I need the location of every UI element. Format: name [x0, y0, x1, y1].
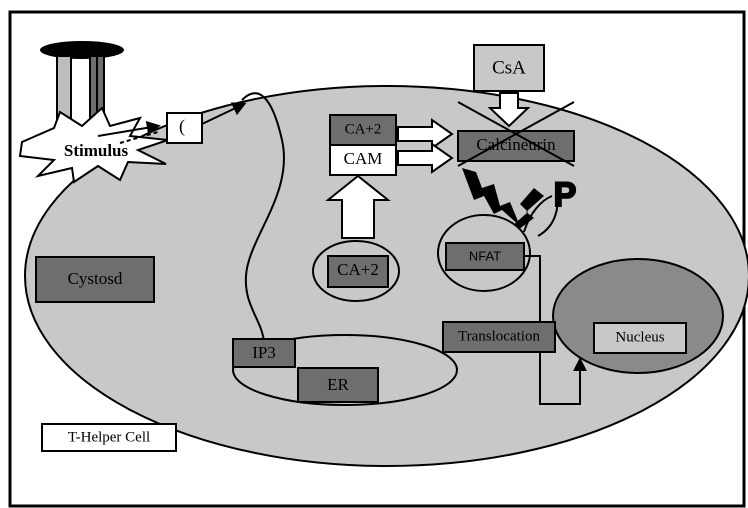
- lightning-bolt-right: [504, 188, 544, 250]
- receptor-cap: [40, 41, 124, 59]
- nucleus-label: Nucleus: [615, 329, 664, 345]
- receptor-gate-label: (: [179, 116, 185, 137]
- nucleus: [552, 258, 724, 374]
- cam-to-calcineurin-arrow: [397, 142, 454, 174]
- phosphate-bond: [523, 195, 553, 233]
- cam-box: [329, 144, 397, 176]
- ip3-box: [232, 338, 296, 368]
- ca2-to-calcineurin-arrow: [397, 118, 454, 150]
- csa-label: CsA: [492, 57, 526, 78]
- calcineurin-label: Calcineurin: [476, 135, 556, 154]
- phosphate-outline: [537, 191, 559, 237]
- phosphate-label: P: [554, 176, 577, 214]
- calcineurin-inhibited-cross-2: [457, 101, 575, 167]
- t-helper-cell-label-box: [41, 423, 177, 452]
- stimulus-burst: [18, 106, 169, 184]
- nfat-label: NFAT: [469, 248, 501, 263]
- ip3-label: IP3: [252, 343, 276, 362]
- cytosol-label: Cystosd: [68, 269, 123, 288]
- csa-box: [473, 44, 545, 92]
- receptor-gate-box: [166, 112, 203, 144]
- t-helper-cell-label: T-Helper Cell: [68, 429, 150, 445]
- ip3-signal-line: [241, 92, 285, 343]
- er-label: ER: [327, 375, 349, 394]
- cam-label: CAM: [344, 149, 383, 168]
- cytosol-box: [35, 256, 155, 303]
- ca2-to-cam-arrow: [325, 174, 391, 239]
- gate-to-membrane-arrow: [201, 102, 247, 125]
- translocation-box: [442, 321, 556, 353]
- ca2-bound-label: CA+2: [345, 121, 382, 137]
- stimulus-to-gate-arrow: [97, 120, 161, 137]
- ca2-store-box: [327, 255, 389, 288]
- translocation-label: Translocation: [458, 328, 540, 344]
- ca2-store-label: CA+2: [337, 260, 379, 279]
- nucleus-box: [593, 322, 687, 354]
- csa-to-calcineurin-arrow: [487, 92, 531, 128]
- translocation-path: [524, 255, 587, 405]
- er-box: [297, 367, 379, 403]
- lightning-bolt-left: [462, 168, 520, 226]
- stimulus-label: Stimulus: [64, 141, 129, 160]
